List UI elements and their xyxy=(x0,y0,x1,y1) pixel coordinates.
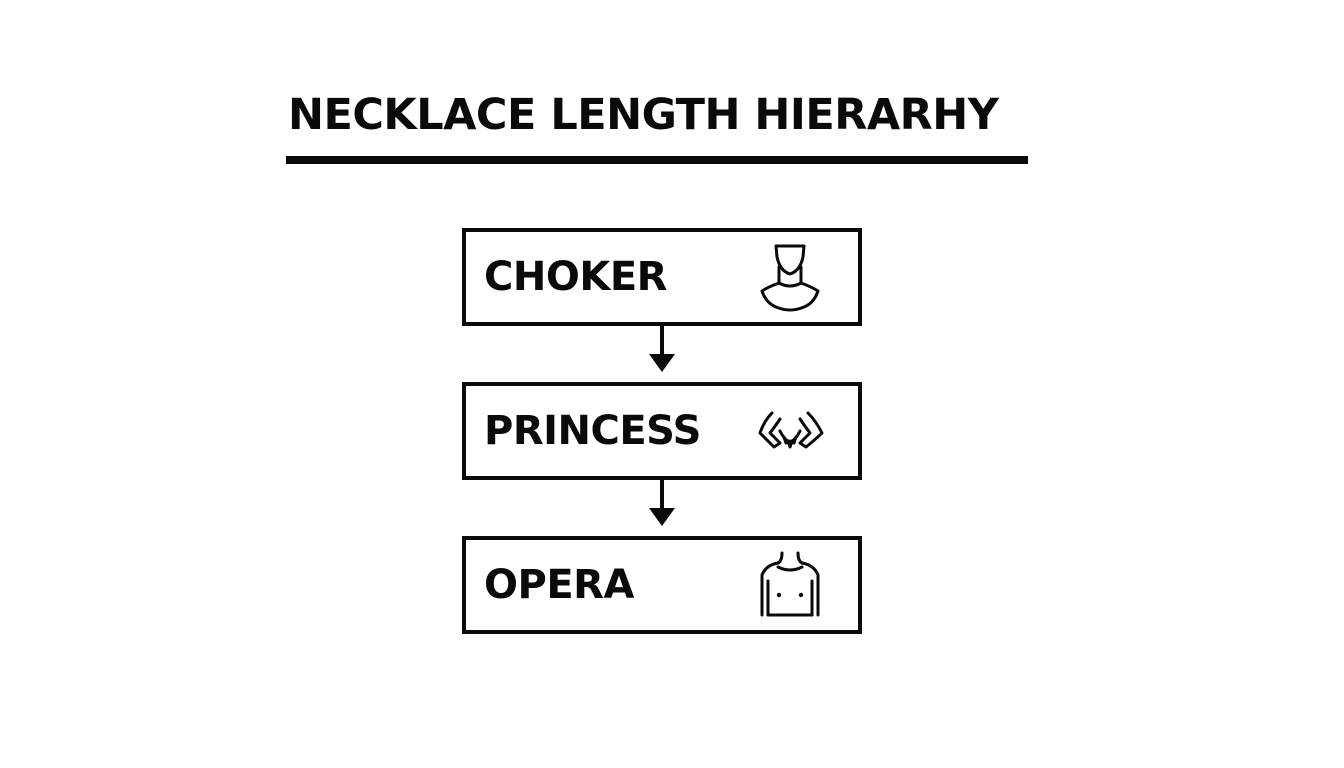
level-box-opera: OPERA xyxy=(462,536,862,634)
arrow-down-icon xyxy=(646,326,678,374)
torso-opera-icon xyxy=(750,545,830,625)
level-box-princess: PRINCESS xyxy=(462,382,862,480)
level-label-choker: CHOKER xyxy=(484,254,667,300)
arrow-down-icon xyxy=(646,480,678,528)
level-label-opera: OPERA xyxy=(484,562,634,608)
neck-choker-icon xyxy=(750,237,830,317)
level-label-princess: PRINCESS xyxy=(484,408,701,454)
diagram-title: NECKLACE LENGTH HIERARHY xyxy=(288,90,999,140)
level-box-choker: CHOKER xyxy=(462,228,862,326)
collarbone-princess-icon xyxy=(750,391,830,471)
title-underline xyxy=(286,156,1028,164)
